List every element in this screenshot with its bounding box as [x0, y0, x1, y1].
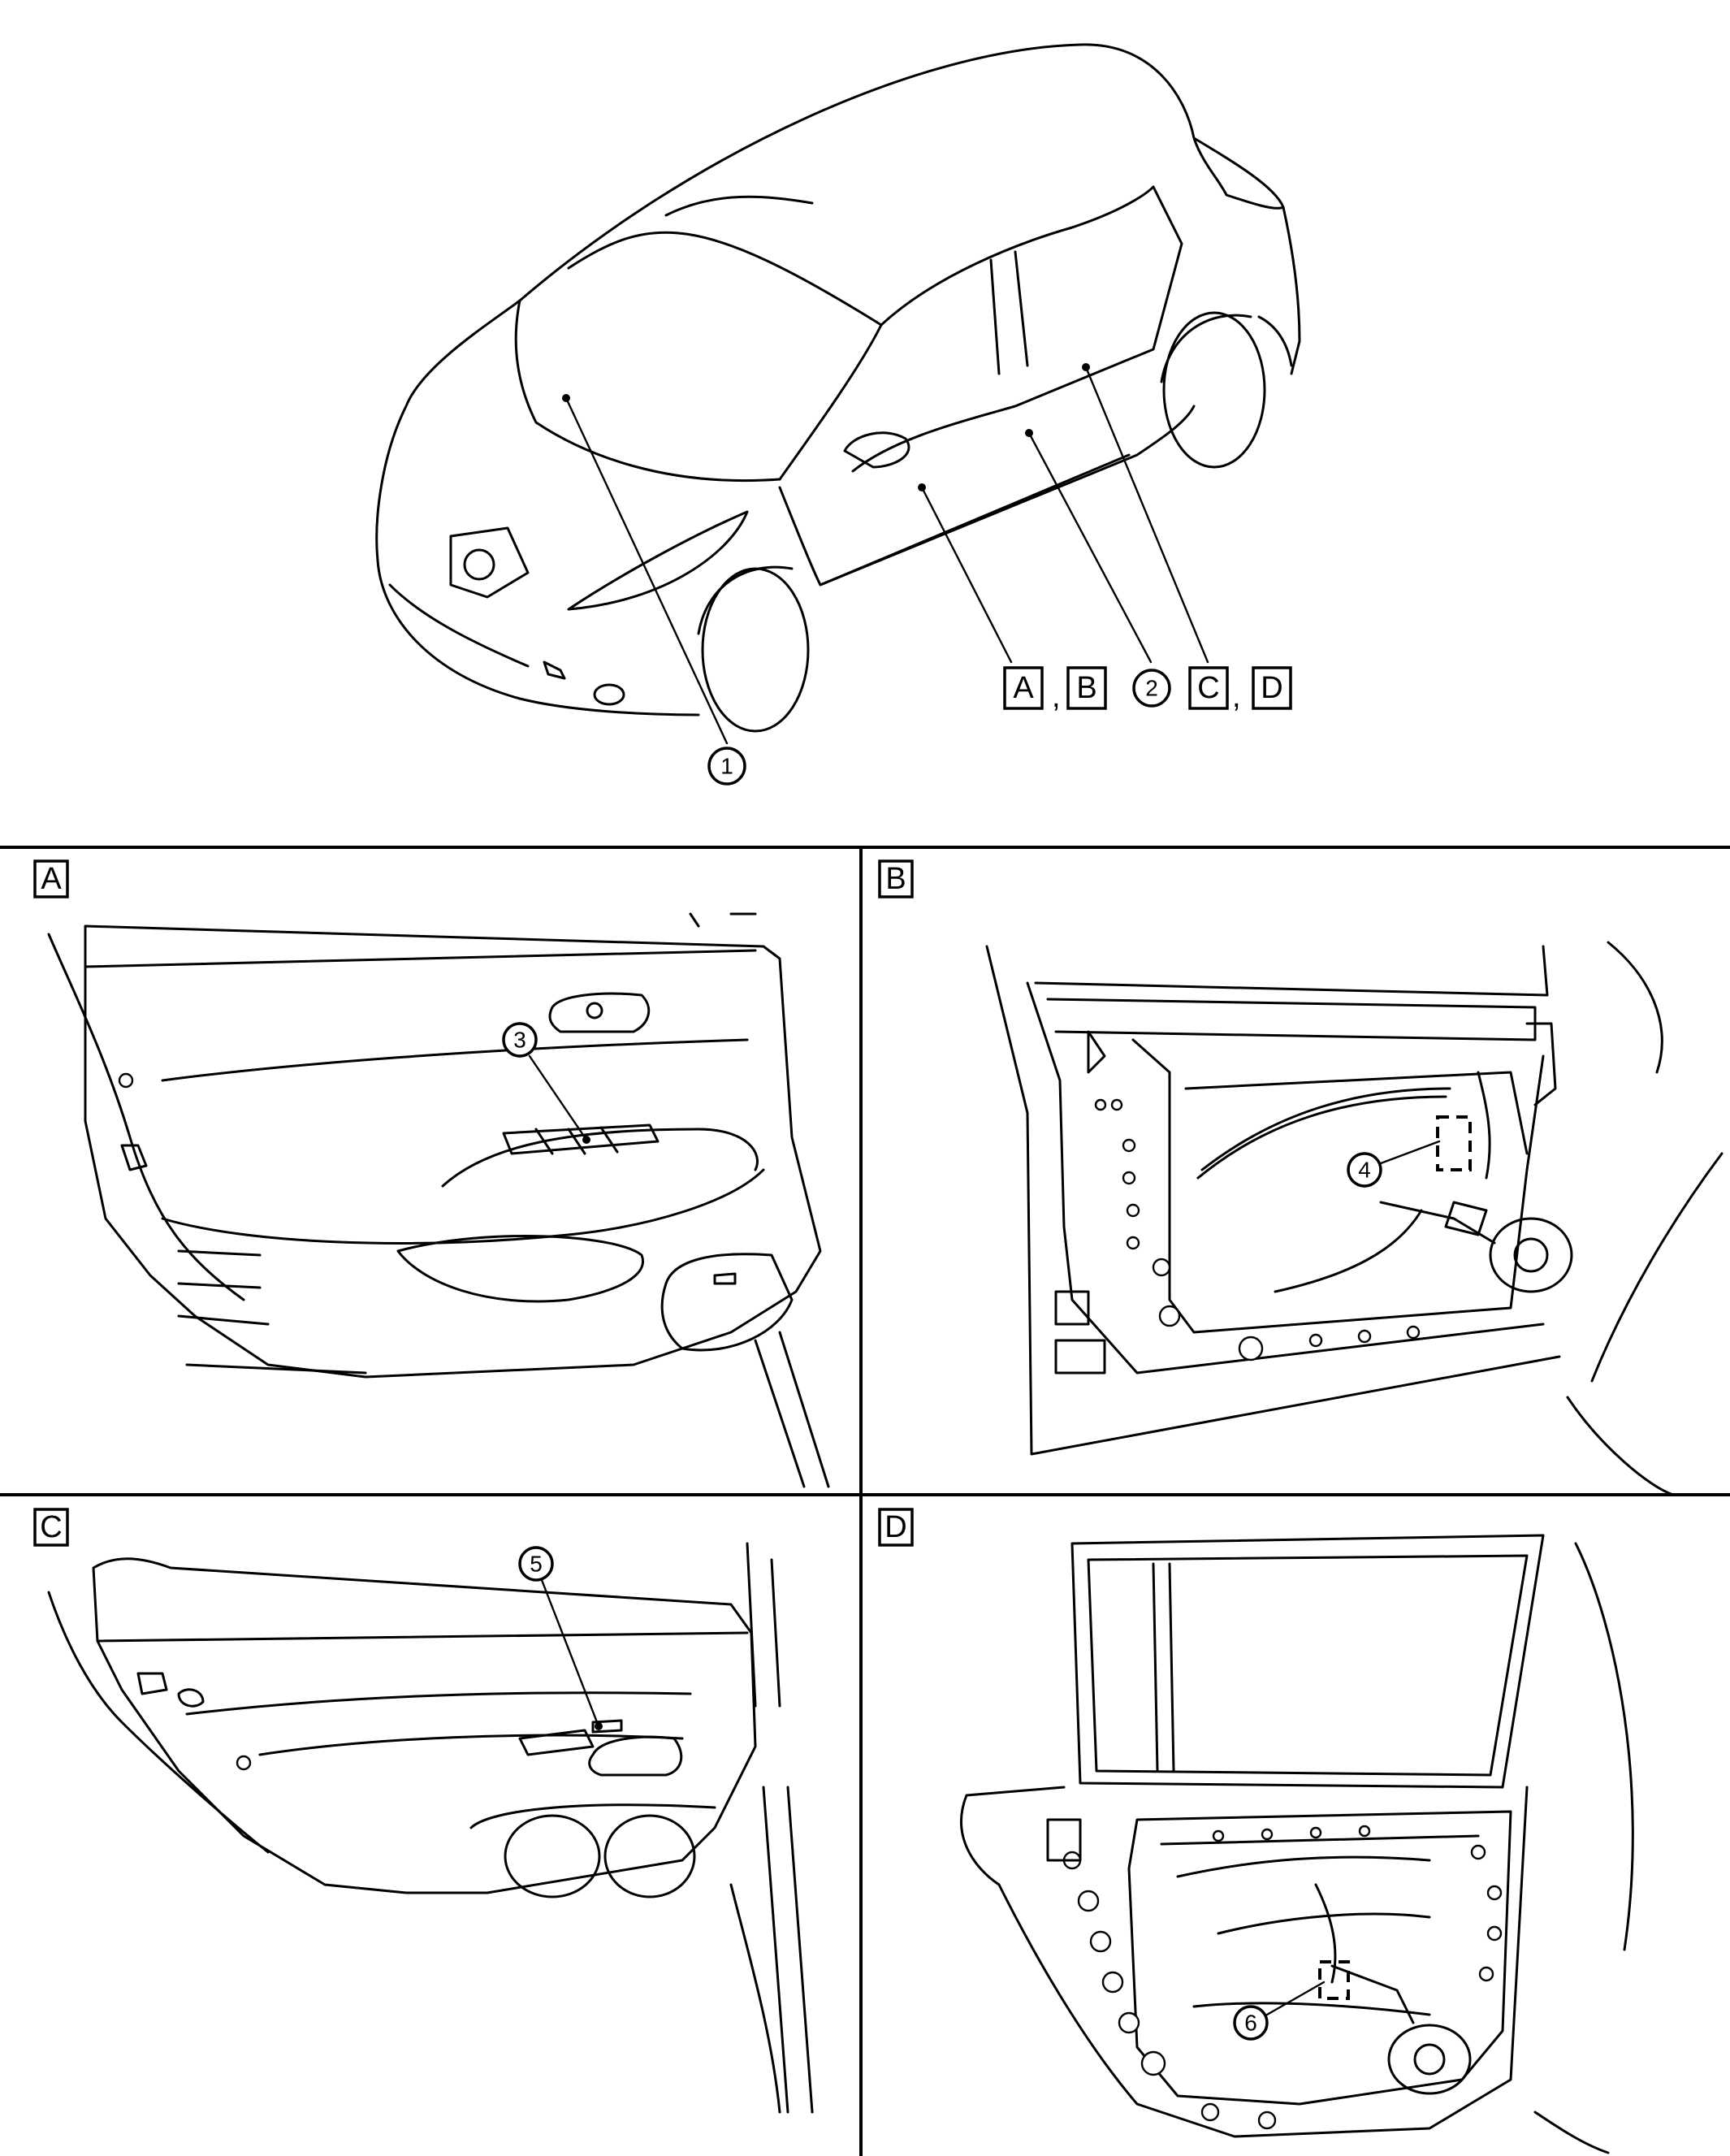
- view-reference-row: A , B 2 C , D: [1003, 666, 1292, 714]
- panel-d-label: D: [884, 1510, 906, 1544]
- callout-2-label: 2: [1145, 676, 1158, 701]
- callout-6-label: 6: [1244, 2011, 1257, 2036]
- ref-a-label: A: [1013, 671, 1034, 705]
- ref-d-label: D: [1261, 671, 1282, 705]
- callout-4-label: 4: [1358, 1158, 1371, 1183]
- separator-2: ,: [1232, 680, 1241, 714]
- overview-leaders: [562, 363, 1209, 745]
- panel-b-label: B: [885, 862, 906, 896]
- panel-c-label: C: [40, 1510, 62, 1544]
- vehicle-overview: [375, 43, 1301, 733]
- ref-b-label: B: [1076, 671, 1096, 705]
- separator-1: ,: [1052, 680, 1061, 714]
- panel-a-label: A: [41, 862, 62, 896]
- callout-3-label: 3: [513, 1028, 526, 1053]
- panel-c: C 5: [33, 1508, 814, 2114]
- panel-grid: [0, 846, 1730, 2156]
- panel-d: D: [878, 1508, 1634, 2154]
- panel-b: B: [878, 859, 1724, 1496]
- callout-5-label: 5: [530, 1552, 543, 1577]
- callout-1: 1: [707, 747, 746, 786]
- ref-c-label: C: [1197, 671, 1219, 705]
- panel-a: A 3: [33, 859, 830, 1488]
- callout-1-label: 1: [720, 754, 733, 779]
